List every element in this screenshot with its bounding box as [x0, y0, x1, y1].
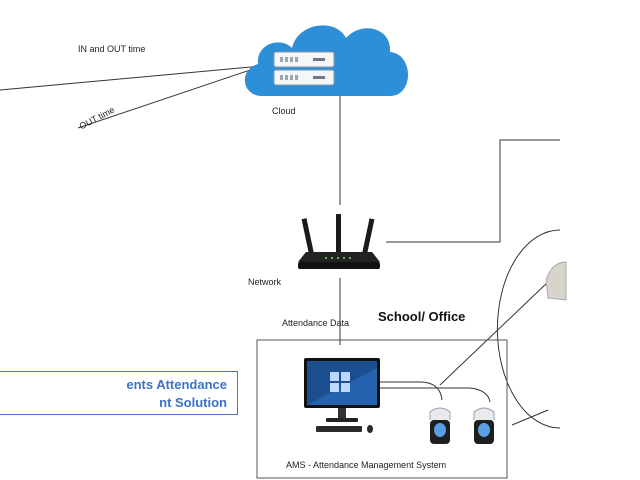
connector-lines — [0, 65, 561, 429]
fingerprint-scanner-icon — [429, 407, 451, 444]
attendance-data-label: Attendance Data — [282, 318, 350, 328]
remote-site-arc — [496, 229, 561, 429]
brand-line-2: nt Solution — [159, 395, 227, 410]
cloud-label: Cloud — [272, 106, 296, 116]
fingerprint-scanner-icon — [473, 407, 495, 444]
router-icon — [298, 214, 380, 269]
in-out-time-label: IN and OUT time — [78, 44, 146, 54]
remote-device-icon — [545, 261, 567, 301]
mouse-icon — [367, 425, 373, 433]
line-in-out-time — [0, 65, 263, 91]
line-office-to-remote-low — [511, 409, 549, 426]
office-box — [256, 339, 508, 479]
line-out-time — [77, 65, 263, 129]
line-office-to-remote — [439, 281, 549, 386]
brand-box: ents Attendance nt Solution — [0, 371, 238, 415]
cable-desktop-to-scanner-2 — [378, 387, 491, 403]
brand-line-1: ents Attendance — [126, 377, 227, 392]
keyboard-icon — [316, 426, 362, 432]
ams-label: AMS - Attendance Management System — [286, 460, 447, 470]
network-label: Network — [248, 277, 282, 287]
server-icon — [273, 51, 335, 86]
desktop-monitor-icon — [304, 358, 380, 422]
cable-desktop-to-scanner-1 — [378, 381, 443, 401]
school-office-heading: School/ Office — [378, 309, 466, 324]
line-remote-top — [499, 139, 560, 242]
